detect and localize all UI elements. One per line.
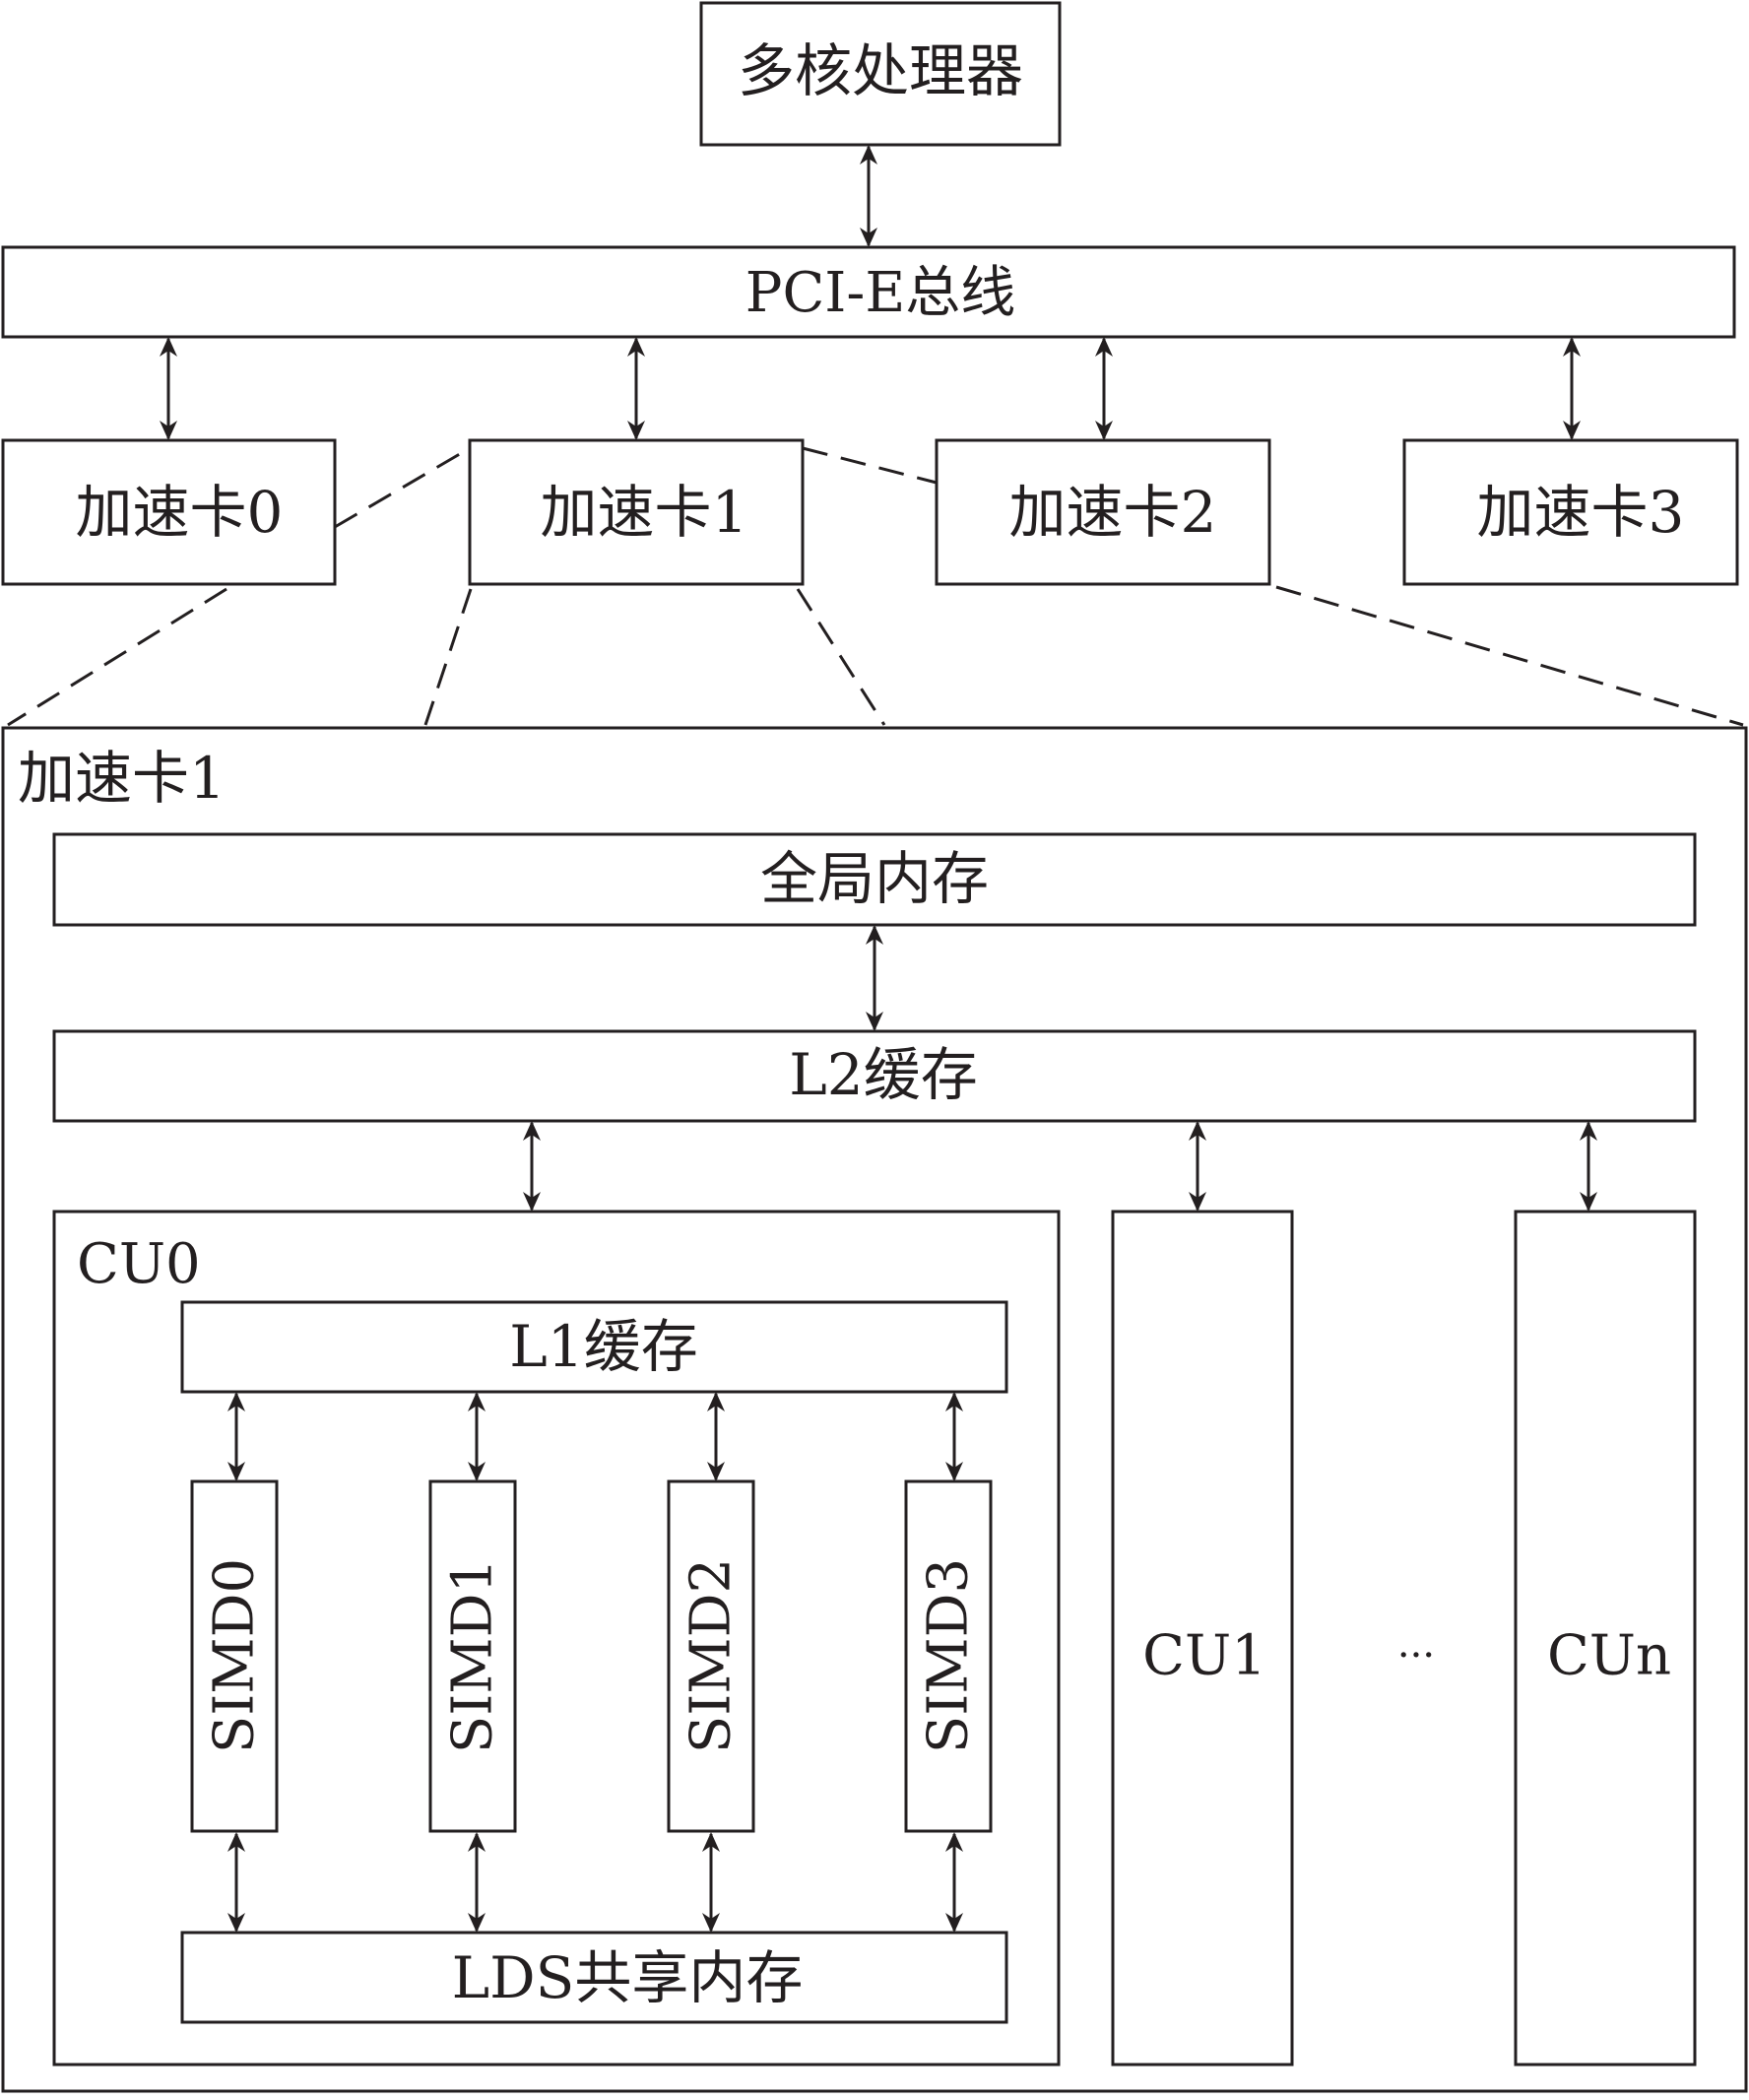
simd0-box xyxy=(190,1479,279,1833)
cu1-label: CU1 xyxy=(1142,1624,1266,1688)
card1-box xyxy=(468,438,805,586)
lds-memory-box xyxy=(180,1931,1008,2024)
cun-label: CUn xyxy=(1547,1624,1671,1688)
cu1-box xyxy=(1111,1210,1294,2067)
pcie-bus-box xyxy=(1,245,1736,339)
simd3-label: SIMD3 xyxy=(917,1558,981,1753)
lds-memory-label: LDS共享内存 xyxy=(452,1944,804,2011)
card3-label: 加速卡3 xyxy=(1477,479,1685,546)
cpu-box xyxy=(699,1,1062,147)
global-memory-label: 全局内存 xyxy=(760,845,989,912)
card0-label: 加速卡0 xyxy=(76,479,284,546)
zoom-line-inner-right xyxy=(796,588,886,726)
simd0-label: SIMD0 xyxy=(203,1558,267,1753)
simd1-box xyxy=(428,1479,517,1833)
l2-cache-label: L2缓存 xyxy=(789,1041,977,1108)
card1-label: 加速卡1 xyxy=(541,479,748,546)
cu-ellipsis: ··· xyxy=(1397,1633,1435,1678)
pcie-bus-label: PCI-E总线 xyxy=(745,261,1015,325)
card1-detail-title: 加速卡1 xyxy=(18,745,226,812)
card3-box xyxy=(1402,438,1739,586)
zoom-line-card1-card2 xyxy=(802,446,938,485)
l1-cache-label: L1缓存 xyxy=(509,1313,697,1380)
cu0-label: CU0 xyxy=(77,1232,201,1296)
card2-label: 加速卡2 xyxy=(1009,479,1217,546)
cpu-label: 多核处理器 xyxy=(738,37,1023,104)
zoom-line-left xyxy=(7,587,227,727)
global-memory-box xyxy=(52,832,1697,927)
cun-box xyxy=(1514,1210,1697,2067)
l1-cache-box xyxy=(180,1300,1008,1394)
card0-box xyxy=(1,438,337,586)
simd2-box xyxy=(667,1479,755,1833)
l2-cache-box xyxy=(52,1029,1697,1123)
zoom-line-inner-left xyxy=(423,588,473,726)
zoom-line-right xyxy=(1275,585,1744,727)
simd1-label: SIMD1 xyxy=(441,1558,505,1753)
zoom-line-card0-card1 xyxy=(334,446,471,529)
card2-box xyxy=(935,438,1271,586)
simd3-box xyxy=(904,1479,993,1833)
simd2-label: SIMD2 xyxy=(680,1558,744,1753)
